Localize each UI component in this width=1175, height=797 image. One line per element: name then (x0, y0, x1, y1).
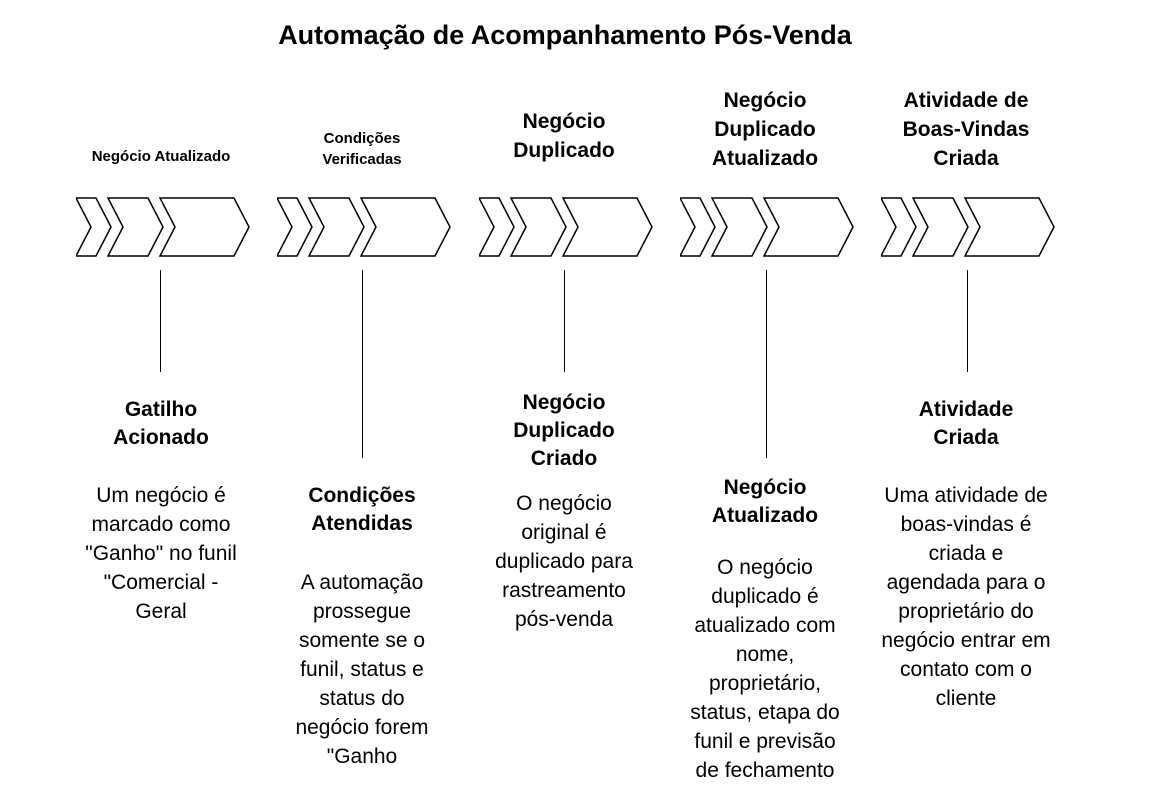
connector-line (362, 270, 363, 458)
result-title: Gatilho Acionado (113, 398, 209, 449)
chevron-arrow-icon (277, 197, 451, 257)
step-label: Condições Verificadas (322, 130, 402, 168)
connector-line (564, 270, 565, 372)
result-title: Condições Atendidas (308, 484, 416, 535)
connector-line (766, 270, 767, 458)
result-description: Uma atividade de boas-vindas é criada e … (881, 484, 1051, 710)
step-label: Negócio Atualizado (91, 148, 231, 165)
result-title: Negócio Atualizado (711, 476, 819, 527)
chevron-arrow-icon (76, 197, 250, 257)
result-title: Negócio Duplicado Criado (513, 391, 615, 470)
result-description: O negócio duplicado é atualizado com nom… (690, 556, 840, 782)
connector-line (967, 270, 968, 372)
result-description: Um negócio é marcado como "Ganho" no fun… (85, 484, 237, 623)
step-4: Negócio Duplicado Atualizado Negócio Atu… (670, 0, 860, 797)
result-title: Atividade Criada (918, 398, 1014, 449)
chevron-arrow-icon (680, 197, 854, 257)
result-description: O negócio original é duplicado para rast… (495, 492, 633, 631)
step-3: Negócio Duplicado Negócio Duplicado Cria… (469, 0, 659, 797)
chevron-arrow-icon (881, 197, 1055, 257)
connector-line (160, 270, 161, 372)
step-label: Negócio Duplicado Atualizado (711, 89, 819, 170)
step-5: Atividade de Boas-Vindas Criada Atividad… (871, 0, 1061, 797)
step-1: Negócio Atualizado Gatilho Acionado Um n… (66, 0, 256, 797)
result-description: A automação prossegue somente se o funil… (295, 571, 429, 768)
step-label: Atividade de Boas-Vindas Criada (902, 89, 1030, 170)
chevron-arrow-icon (479, 197, 653, 257)
diagram-title: Automação de Acompanhamento Pós-Venda (278, 20, 852, 50)
step-2: Condições Verificadas Condições Atendida… (267, 0, 457, 797)
step-label: Negócio Duplicado (513, 110, 615, 162)
